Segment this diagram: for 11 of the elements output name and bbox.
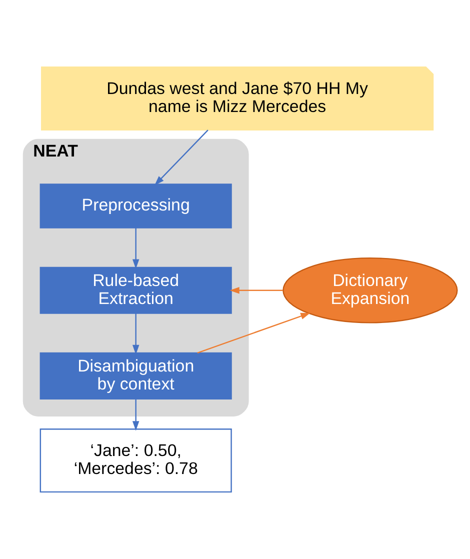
arrow: [132, 399, 139, 431]
node-box: Rule-based Extraction: [39, 266, 232, 314]
arrow: [229, 286, 282, 294]
arrow: [196, 312, 310, 354]
node-box: Disambiguation by context: [39, 352, 232, 400]
arrow: [154, 130, 208, 186]
arrow: [132, 228, 139, 269]
node-ellipse: Dictionary Expansion: [282, 257, 458, 324]
arrow: [132, 313, 139, 355]
node-box: ‘Jane’: 0.50, ‘Mercedes’: 0.78: [39, 428, 232, 493]
node-box: Preprocessing: [39, 184, 232, 228]
